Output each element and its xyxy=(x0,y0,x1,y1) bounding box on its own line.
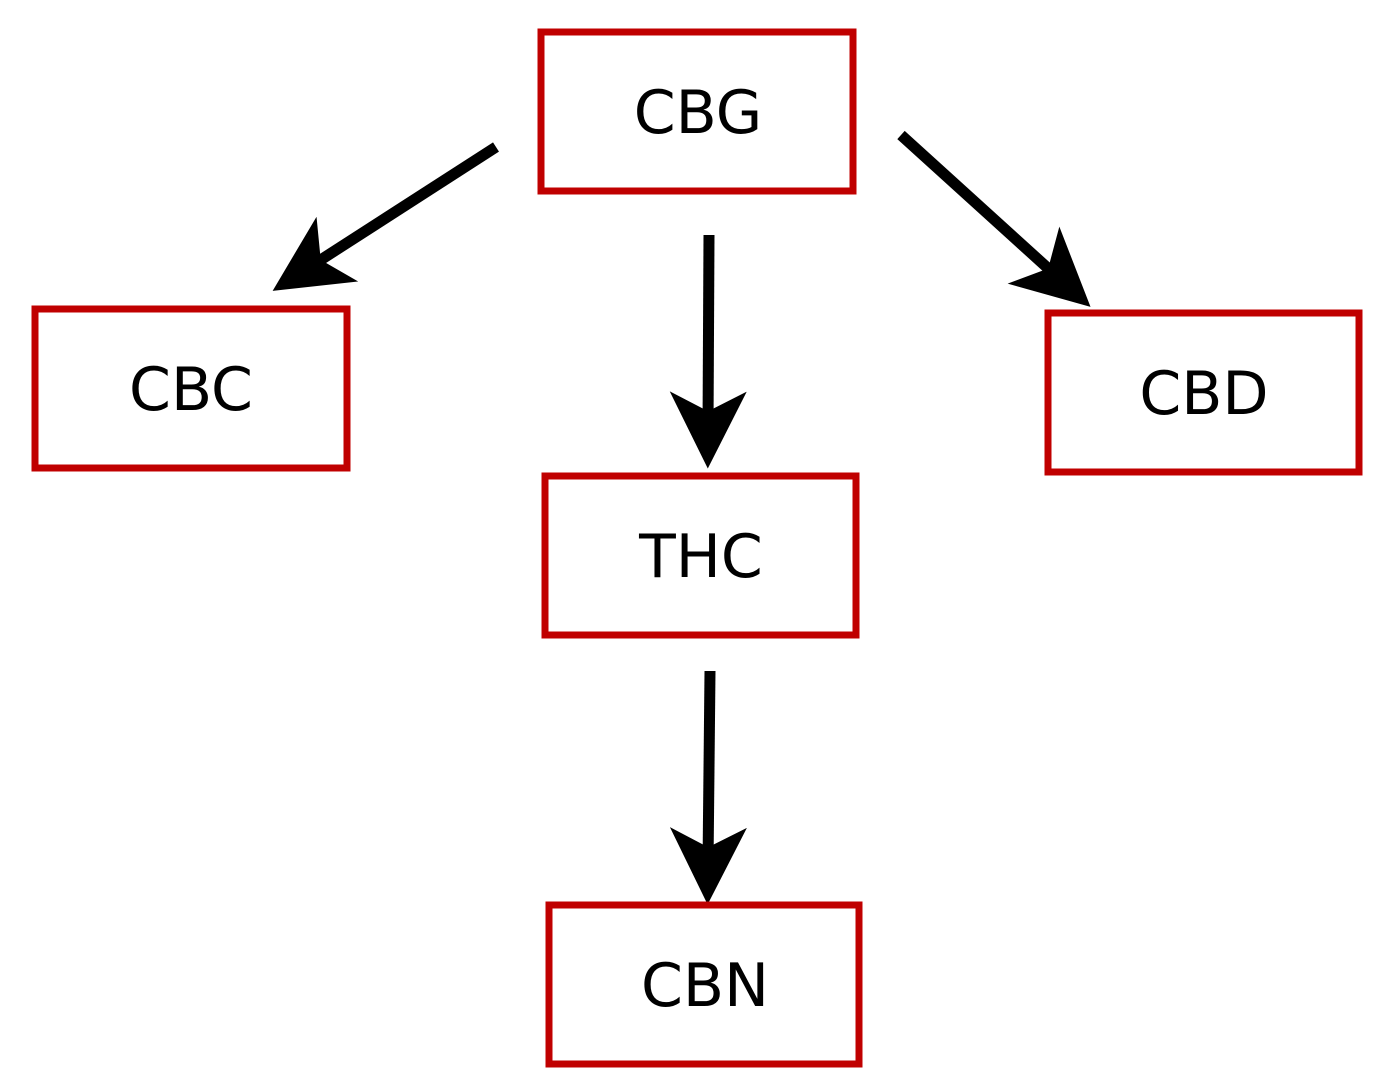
node-thc-box xyxy=(541,472,860,639)
node-cbg-label: CBG xyxy=(634,78,763,148)
node-cbd: CBD xyxy=(1044,309,1363,476)
arrow-thc-to-cbn xyxy=(669,670,747,905)
node-cbc-label: CBC xyxy=(129,355,253,425)
arrow-cbg-to-thc xyxy=(669,234,747,469)
node-thc-label: THC xyxy=(638,522,763,592)
node-cbg-box xyxy=(537,28,857,195)
node-cbg: CBG xyxy=(537,28,857,195)
node-cbc-box xyxy=(31,305,351,472)
arrow-cbg-to-cbc xyxy=(272,142,499,291)
node-cbd-label: CBD xyxy=(1139,359,1268,429)
node-cbn-label: CBN xyxy=(641,951,769,1021)
node-cbc: CBC xyxy=(31,305,351,472)
node-thc: THC xyxy=(541,472,860,639)
arrow-cbg-to-cbd xyxy=(897,130,1091,307)
node-cbd-box xyxy=(1044,309,1363,476)
node-cbn-box xyxy=(545,901,863,1068)
node-cbn: CBN xyxy=(545,901,863,1068)
